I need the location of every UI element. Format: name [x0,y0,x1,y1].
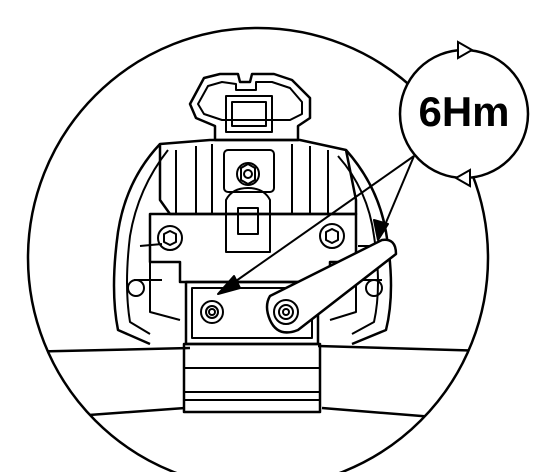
roof-top-line [28,344,488,354]
lock-lever [265,238,398,334]
magnified-view [28,72,488,426]
rotation-arrows-icon [453,40,475,188]
magnifier-circle [26,26,490,472]
callout-arrows [217,155,415,295]
torque-value-label: 6Hm [418,88,509,135]
torque-callout: 6Hm [398,40,530,188]
clamp-bracket [127,187,383,321]
center-bolt [223,149,275,193]
roof-rail-profile [188,72,312,142]
